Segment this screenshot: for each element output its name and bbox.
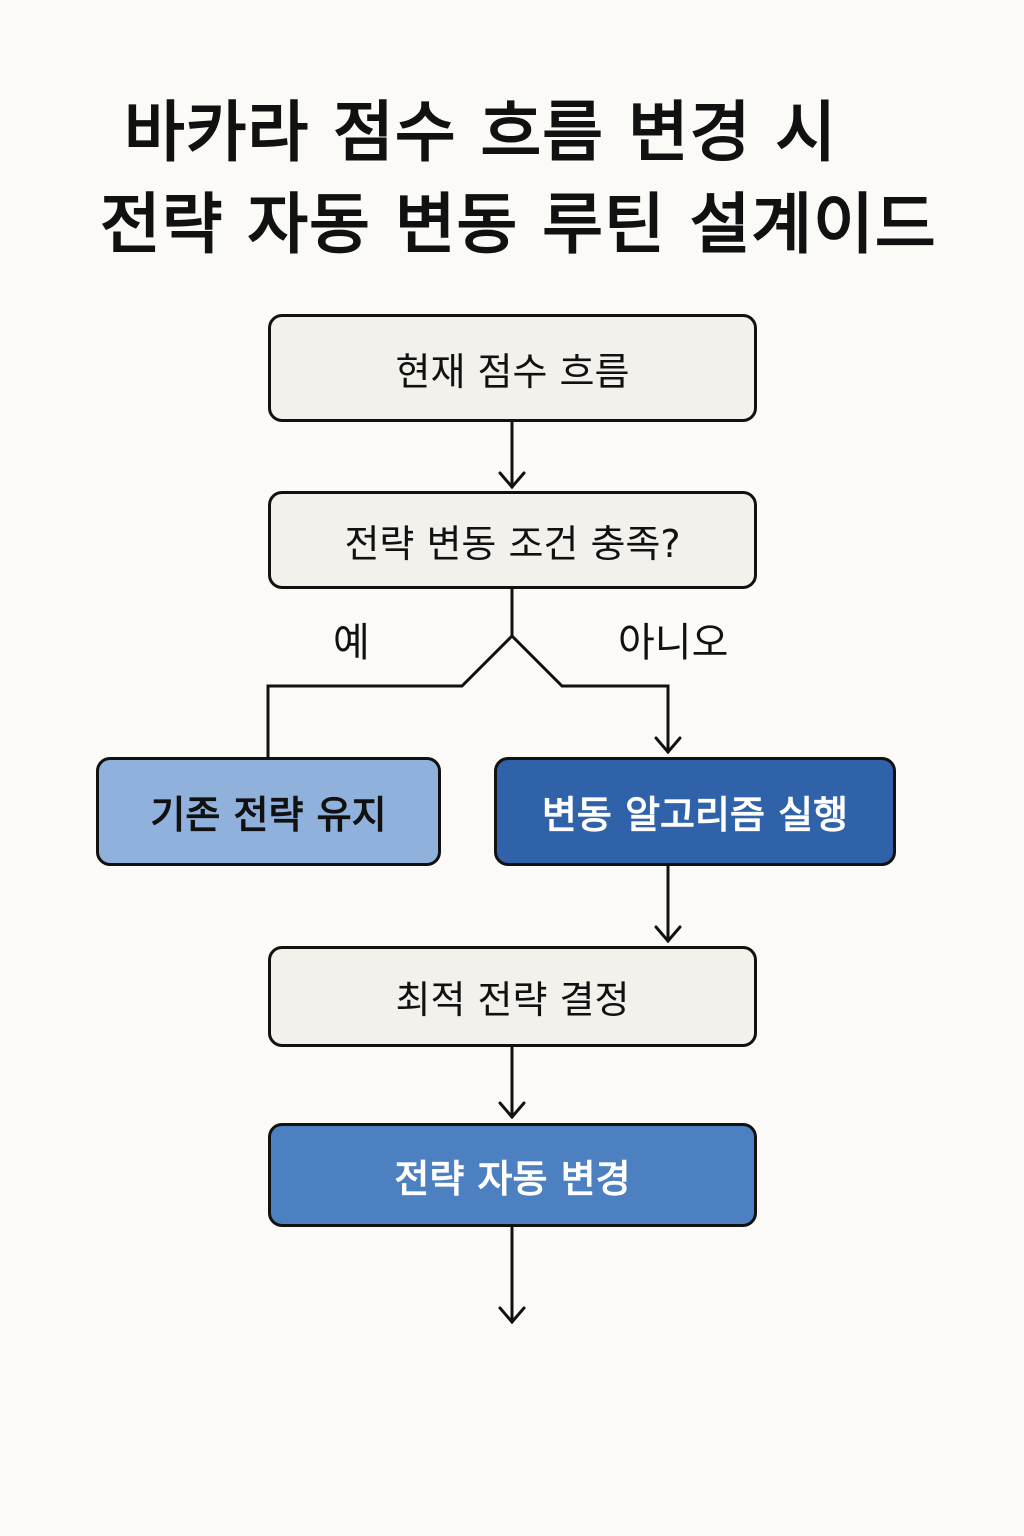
node-run-algorithm: 변동 알고리즘 실행 bbox=[494, 757, 896, 866]
node-current-score-flow-label: 현재 점수 흐름 bbox=[395, 349, 630, 394]
connector-no-branch bbox=[510, 634, 670, 754]
node-condition-check: 전략 변동 조건 충족? bbox=[268, 491, 757, 589]
arrowhead-exit bbox=[498, 1306, 526, 1325]
diagram-title-line-1: 바카라 점수 흐름 변경 시 bbox=[124, 94, 838, 171]
node-auto-change: 전략 자동 변경 bbox=[268, 1123, 757, 1227]
node-condition-check-label: 전략 변동 조건 충족? bbox=[344, 521, 681, 566]
branch-label-yes: 예 bbox=[333, 620, 370, 666]
arrowhead-change bbox=[498, 1101, 526, 1120]
arrowhead-optimal bbox=[654, 925, 682, 944]
connector-yes-branch bbox=[266, 634, 514, 759]
branch-label-no: 아니오 bbox=[618, 620, 729, 666]
diagram-title-line-2: 전략 자동 변동 루틴 설계이드 bbox=[100, 186, 937, 263]
node-optimal-strategy: 최적 전략 결정 bbox=[268, 946, 757, 1047]
node-keep-strategy-label: 기존 전략 유지 bbox=[150, 793, 387, 837]
node-current-score-flow: 현재 점수 흐름 bbox=[268, 314, 757, 422]
arrowhead-algorithm bbox=[654, 736, 682, 755]
node-keep-strategy: 기존 전략 유지 bbox=[96, 757, 441, 866]
node-optimal-strategy-label: 최적 전략 결정 bbox=[395, 978, 630, 1022]
arrowhead-condition bbox=[498, 471, 526, 490]
node-run-algorithm-label: 변동 알고리즘 실행 bbox=[541, 793, 849, 837]
node-auto-change-label: 전략 자동 변경 bbox=[394, 1156, 631, 1201]
